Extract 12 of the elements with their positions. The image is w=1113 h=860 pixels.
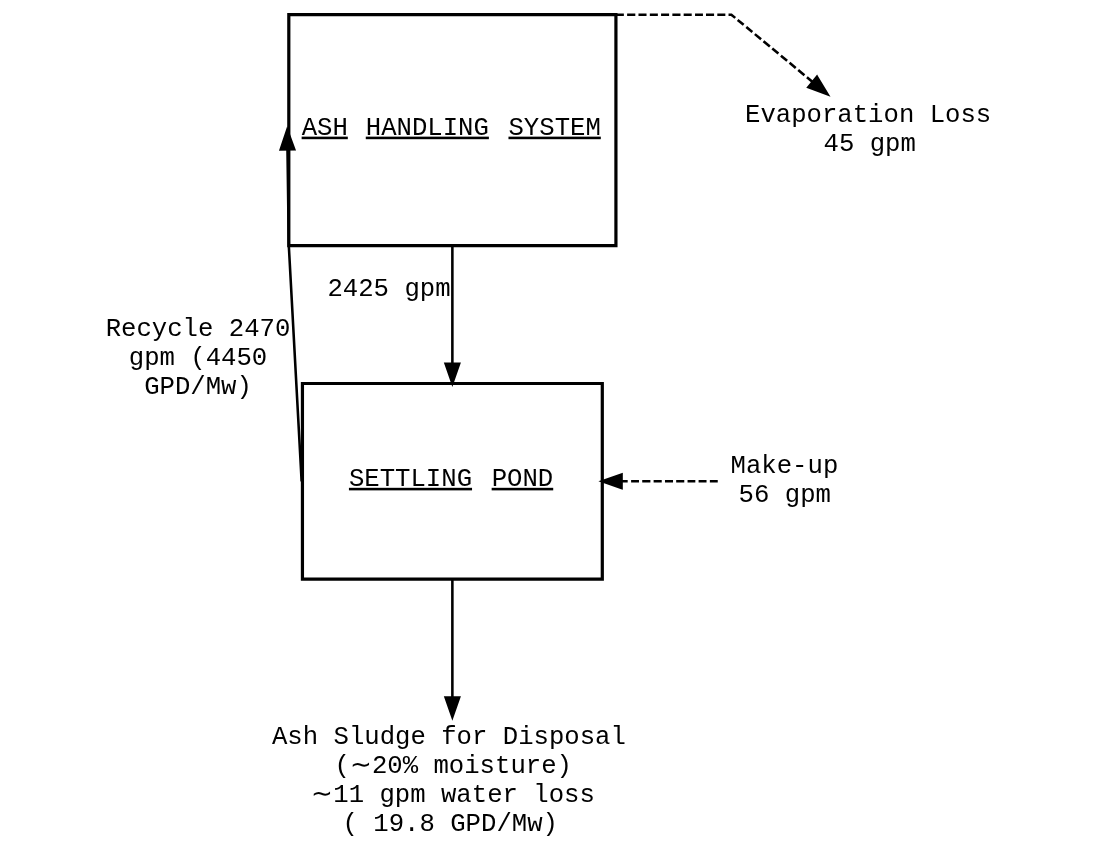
node-text: Make-up 56 gpm [730, 451, 839, 510]
node-box: SETTLING POND [300, 381, 604, 581]
node-text: Evaporation Loss 45 gpm [745, 100, 992, 159]
edge-label: Recycle 2470 gpm (4450 GPD/Mw) [105, 315, 291, 402]
arrow [616, 13, 831, 97]
arrow [598, 472, 718, 490]
node-box: ASH HANDLING SYSTEM [287, 13, 618, 248]
node-text: Ash Sludge for Disposal (∼20% moisture) ∼11 gpm water loss ( 19.8 GPD/Mw) [271, 722, 626, 839]
edge-label: 2425 gpm [327, 275, 451, 305]
arrow [278, 126, 303, 482]
arrow [443, 245, 461, 387]
arrow [443, 579, 461, 721]
